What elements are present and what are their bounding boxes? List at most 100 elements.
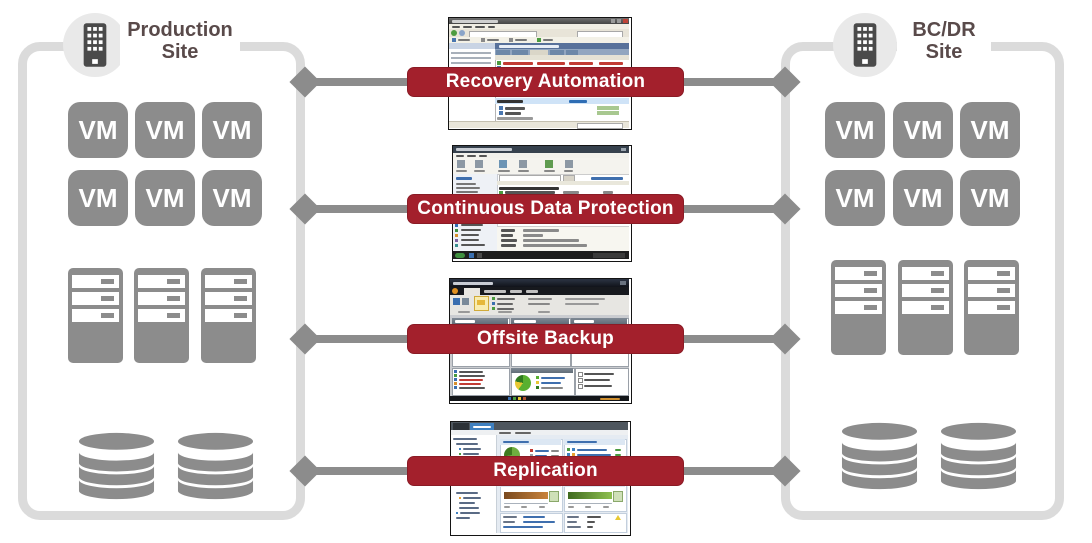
window-button [611, 19, 615, 23]
nav-item [461, 244, 485, 246]
detail-label [567, 521, 577, 523]
vm-label: VM [212, 182, 252, 213]
text-line [497, 297, 515, 300]
text-line [475, 25, 485, 28]
nav-icon [455, 229, 458, 232]
job-list-panel [452, 368, 510, 396]
ribbon-tab-bar [450, 287, 629, 295]
text-line [499, 44, 559, 48]
ribbon-icon [462, 298, 469, 305]
detail-value [523, 244, 587, 247]
vm-box: VM [135, 170, 195, 226]
bar-end-cap [549, 491, 559, 502]
legend-label [535, 454, 547, 457]
text-line [487, 39, 499, 41]
vm-label: VM [835, 114, 875, 145]
taskbar [453, 251, 629, 259]
band-label-text: Recovery Automation [445, 71, 646, 92]
vm-label: VM [212, 114, 252, 145]
text-line [537, 61, 565, 65]
panel-title [503, 440, 529, 443]
server-icon [898, 260, 953, 355]
toolbar-icon [509, 38, 513, 42]
text-line [459, 378, 483, 381]
detail-label [503, 521, 515, 523]
text-line [577, 448, 607, 451]
content-header [495, 43, 629, 49]
taskbar-icon [477, 252, 482, 258]
text-line [584, 372, 614, 375]
band-label-text: Replication [493, 460, 598, 481]
detail-label [501, 234, 513, 237]
text-line [497, 99, 523, 103]
bcdr-site-title: BC/DR Site [897, 17, 991, 66]
text-line [503, 61, 533, 65]
selected-row [495, 98, 629, 104]
database-icon [177, 432, 254, 500]
tree-item [463, 448, 481, 450]
text-line [456, 187, 480, 189]
vm-box: VM [68, 170, 128, 226]
checkbox [578, 378, 583, 383]
text-line [543, 39, 553, 41]
text-line [456, 154, 464, 157]
text-line [577, 453, 611, 456]
column-header [497, 181, 629, 185]
tree-item [460, 512, 480, 514]
detail-label [503, 516, 517, 518]
progress-bar [597, 111, 619, 115]
connector-bar [302, 78, 412, 86]
nav-icon [455, 224, 458, 227]
vm-box: VM [825, 170, 885, 226]
vm-row-icon [499, 111, 503, 115]
list-icon [454, 374, 457, 377]
text-line [453, 281, 493, 285]
vm-label: VM [970, 114, 1010, 145]
toolbar-icon [475, 160, 483, 168]
legend-label [541, 386, 563, 389]
detail-label [501, 229, 515, 232]
title-bar [450, 279, 629, 287]
system-tray [593, 252, 625, 258]
connector-bar [302, 205, 412, 213]
bar-chart [504, 492, 548, 499]
text-line [584, 384, 612, 387]
text-line [456, 170, 467, 172]
list-icon [454, 382, 457, 385]
text-line [615, 453, 621, 456]
legend-swatch [530, 454, 533, 457]
vm-box: VM [893, 102, 953, 158]
connector-bar [680, 78, 788, 86]
text-line [497, 302, 513, 305]
server-icon [68, 268, 123, 363]
toolbar-icon [457, 160, 465, 168]
ribbon-tab-active [464, 288, 480, 295]
window-button [621, 148, 626, 151]
text-line [564, 170, 573, 172]
bar-chart [568, 492, 612, 499]
detail-value [523, 516, 545, 518]
tab [512, 50, 528, 55]
progress-bar [597, 106, 619, 110]
address-bar [449, 29, 629, 37]
disk-icon [499, 190, 503, 195]
tree-item [456, 517, 470, 519]
checklist-icon [492, 307, 495, 310]
bar-end-cap [613, 491, 623, 502]
text-line [615, 448, 621, 451]
status-dot [513, 397, 516, 400]
text-line [569, 61, 593, 65]
bcdr-site-badge [833, 13, 897, 77]
server-icon [201, 268, 256, 363]
window-button [620, 281, 626, 285]
detail-value [523, 229, 559, 232]
production-site-badge [63, 13, 127, 77]
server-icon [964, 260, 1019, 355]
text-line [497, 307, 514, 310]
detail-value [523, 234, 543, 237]
text-line [528, 298, 552, 300]
detail-value [587, 521, 595, 523]
group-caption [498, 311, 512, 313]
tick-label [539, 506, 545, 508]
vm-label: VM [903, 114, 943, 145]
